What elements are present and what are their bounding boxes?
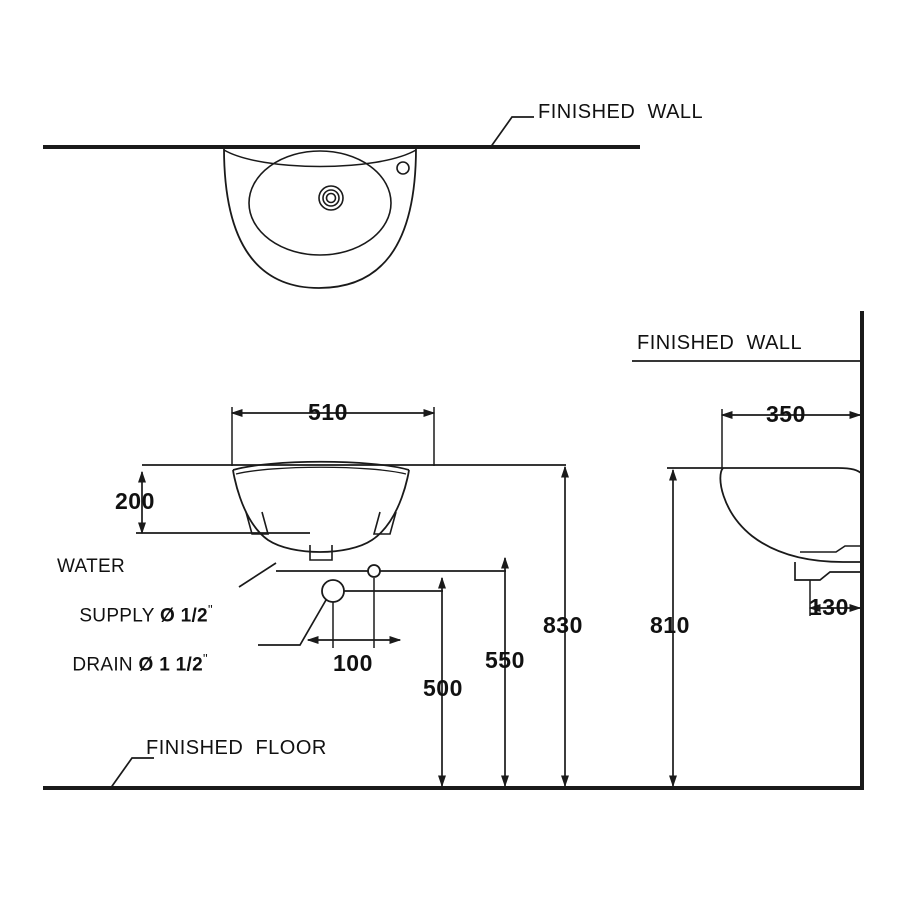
- label-finished-wall-side: FINISHED WALL: [637, 332, 803, 354]
- rough-in-detail-group: [238, 562, 506, 648]
- water-supply-size: Ø 1/2: [159, 605, 208, 627]
- plan-finished-wall-leader: [489, 116, 534, 149]
- water-supply-leader: [238, 562, 277, 588]
- front-basin-rim-top: [232, 460, 410, 471]
- dim-label-550: 550: [485, 647, 525, 673]
- drain-word: DRAIN: [72, 654, 133, 676]
- front-basin-body: [232, 469, 410, 553]
- plan-view-group: [43, 116, 640, 289]
- plan-basin-deck-curve: [223, 149, 417, 168]
- front-right-bracket: [372, 511, 397, 535]
- front-left-bracket: [245, 511, 270, 535]
- front-height-dimensions-group: [437, 465, 570, 788]
- plan-overflow-hole: [396, 161, 410, 175]
- dim-label-200: 200: [115, 488, 155, 514]
- side-basin-shelf-line: [800, 545, 862, 553]
- water-supply-inch-mark: ": [207, 601, 213, 617]
- dim-label-510: 510: [308, 399, 348, 425]
- label-water-supply-line2: SUPPLY Ø 1/2": [57, 583, 213, 646]
- front-drain-stub: [309, 545, 333, 561]
- dim-label-130: 130: [809, 594, 849, 620]
- plan-drain-inner-circle: [325, 192, 337, 204]
- plan-bowl-inner-ellipse: [248, 150, 392, 256]
- drain-size: Ø 1 1/2: [138, 654, 203, 676]
- finished-floor-leader: [109, 757, 154, 790]
- drain-outlet-circle: [321, 579, 345, 603]
- dim-label-100: 100: [333, 650, 373, 676]
- dim-label-830: 830: [543, 612, 583, 638]
- water-supply-word: SUPPLY: [79, 605, 155, 627]
- label-finished-wall-plan: FINISHED WALL: [538, 101, 704, 123]
- label-finished-floor: FINISHED FLOOR: [146, 737, 327, 759]
- drain-inch-mark: ": [202, 650, 208, 666]
- label-water-supply-line1: WATER: [57, 556, 125, 577]
- dim-label-500: 500: [423, 675, 463, 701]
- side-elevation-group: [632, 311, 864, 790]
- water-supply-outlet-circle: [367, 564, 381, 578]
- finished-floor-group: [43, 757, 862, 790]
- front-basin-rim-inner: [235, 466, 407, 475]
- dim-label-350: 350: [766, 401, 806, 427]
- drain-leader: [258, 599, 327, 646]
- plan-drain-outer-circle: [318, 185, 344, 211]
- plan-basin-rim-outer: [223, 147, 417, 289]
- side-basin-bowl-curve: [719, 467, 844, 563]
- side-bracket-block: [794, 562, 862, 581]
- plan-drain-mid-circle: [322, 189, 340, 207]
- front-elevation-group: [136, 407, 566, 561]
- dim-label-810: 810: [650, 612, 690, 638]
- side-basin-deck: [723, 467, 863, 475]
- label-drain: DRAIN Ø 1 1/2": [50, 632, 208, 695]
